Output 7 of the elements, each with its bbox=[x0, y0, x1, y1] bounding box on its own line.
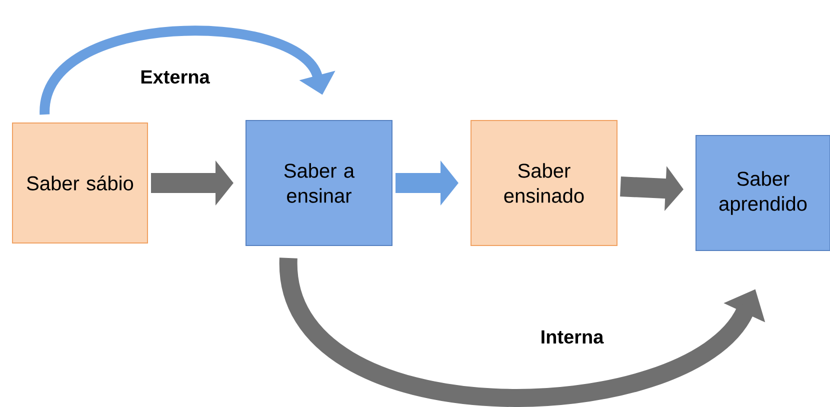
edge-label: Interna bbox=[538, 328, 606, 346]
process-box: Saber aprendido bbox=[696, 135, 830, 251]
process-box: Saber ensinado bbox=[470, 120, 618, 246]
process-box: Saber a ensinar bbox=[246, 120, 392, 246]
process-box: Saber sábio bbox=[12, 122, 148, 244]
edge-label: Externa bbox=[138, 68, 212, 86]
arrow bbox=[40, 26, 336, 116]
